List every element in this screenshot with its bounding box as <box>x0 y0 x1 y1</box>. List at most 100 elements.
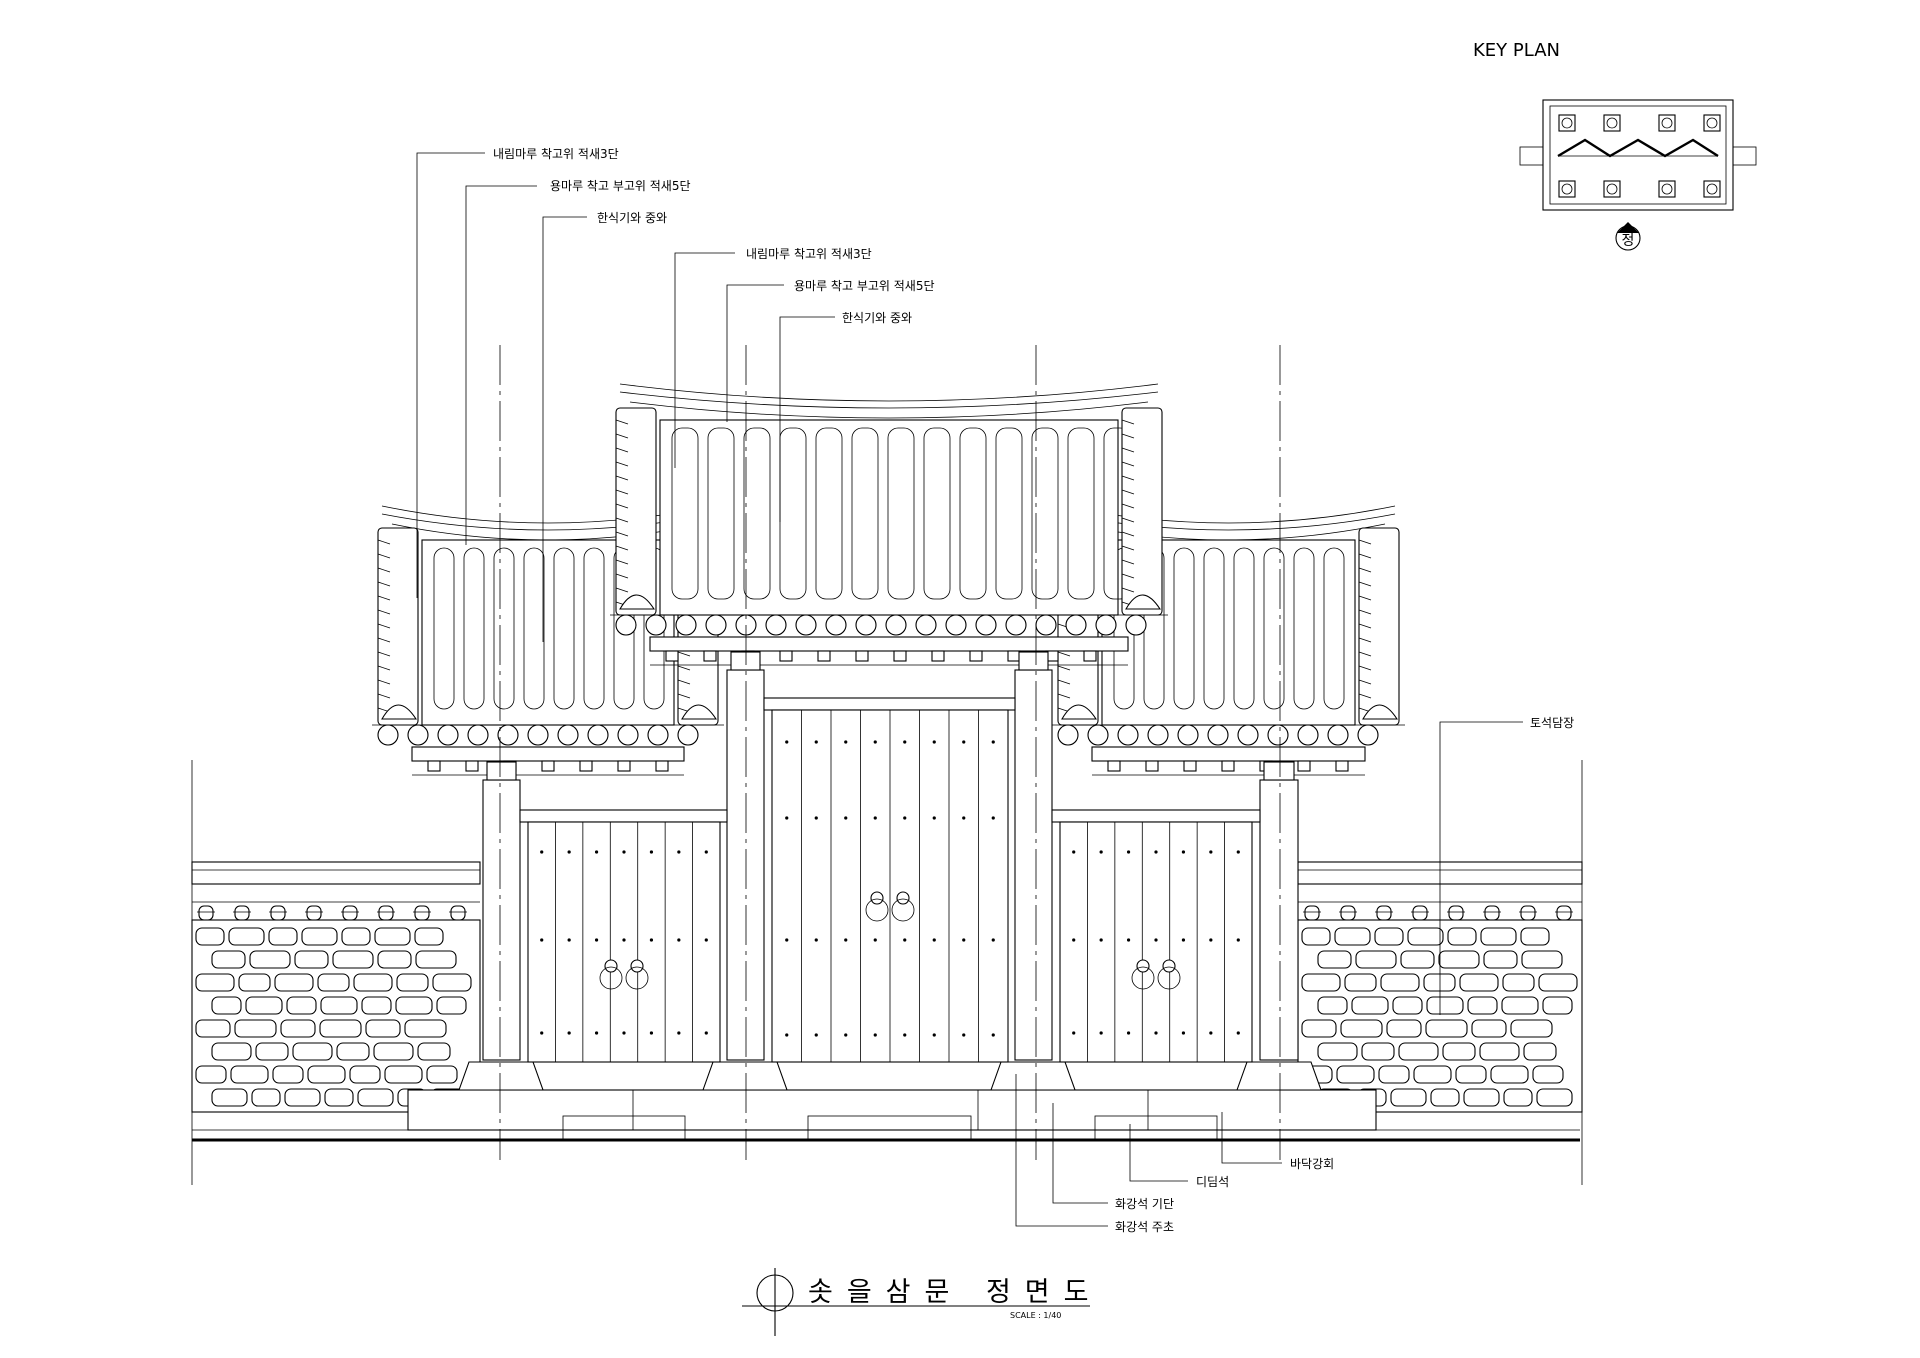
roof-side-tile <box>1358 609 1372 615</box>
wall-stone <box>432 973 472 992</box>
door-stud <box>567 1031 571 1035</box>
roof-eave-tile-end <box>1267 724 1289 746</box>
center-door-lintel <box>763 697 1016 711</box>
roof-side-tile <box>1358 567 1372 573</box>
roof-tile-column <box>743 427 771 600</box>
key-plan-column-base <box>1558 114 1576 132</box>
granite-platform <box>407 1061 1377 1141</box>
wall-tile-end <box>1376 905 1392 921</box>
key-plan-column-base <box>1658 180 1676 198</box>
door-stud <box>785 740 789 744</box>
wall-stone <box>396 973 429 992</box>
wall-stone <box>1374 927 1404 946</box>
column-plinth <box>458 1061 544 1091</box>
door-stud <box>1181 850 1186 854</box>
roof-side-tile <box>1358 581 1372 587</box>
roof-eave-tile-end <box>615 614 637 636</box>
door-stud <box>991 938 995 942</box>
wall-stone <box>357 1088 394 1107</box>
leader-base-4 <box>1015 1074 1108 1227</box>
right-wall-stones <box>1301 927 1578 1107</box>
key-plan: KEY PLAN 정 <box>1473 40 1757 251</box>
key-plan-column-base <box>1703 114 1721 132</box>
wall-tile-end <box>414 905 430 921</box>
roof-tile-column <box>463 547 485 710</box>
column-bracket <box>486 761 517 781</box>
column-bracket <box>730 651 761 671</box>
roof-side-tile <box>677 679 691 685</box>
door-stud <box>1236 1031 1240 1035</box>
right-wall-tiles <box>1303 905 1573 921</box>
roof-side-tile <box>377 651 391 657</box>
wall-stone <box>1542 996 1573 1015</box>
roof-tile-column <box>959 427 987 600</box>
roof-eave-tile-end <box>1125 614 1147 636</box>
door-stud <box>962 1033 966 1037</box>
wall-stone <box>195 1019 231 1038</box>
column-plinths <box>458 1061 1322 1091</box>
roof-tile-column <box>1203 547 1225 710</box>
gate-doors <box>527 709 1253 1063</box>
door-stud <box>540 938 544 942</box>
roof-eave-tile-end <box>1207 724 1229 746</box>
roof-side-tile <box>1121 475 1135 481</box>
wall-stone <box>234 1019 277 1038</box>
wall-stone <box>1442 1042 1476 1061</box>
roof-ridge-cap <box>391 523 705 541</box>
roof-eave-tile-end <box>705 614 727 636</box>
roof-rafter-end <box>893 650 907 662</box>
roof-eave-tile-end <box>1095 614 1117 636</box>
wall-stone <box>1523 1042 1557 1061</box>
wall-stone <box>1502 973 1535 992</box>
wall-stone <box>426 1065 458 1084</box>
roof-side-tile <box>1358 623 1372 629</box>
door-stud <box>1099 1031 1103 1035</box>
roof-side-tile <box>377 581 391 587</box>
roof-rafter-end <box>779 650 793 662</box>
wall-stone <box>1390 1088 1427 1107</box>
roof-rafter-end <box>579 760 593 772</box>
step-stone-1 <box>562 1115 686 1141</box>
roof-side-tile <box>1121 587 1135 593</box>
door-ring-handle-icon <box>891 898 915 922</box>
wall-stone <box>1455 1065 1487 1084</box>
roof-tile-column <box>671 427 699 600</box>
roof-eave-tile-end <box>1057 724 1079 746</box>
roof-side-tile <box>377 553 391 559</box>
door-stud <box>962 938 966 942</box>
wall-stone <box>228 927 265 946</box>
roof-side-tile <box>677 665 691 671</box>
roof-rafter-band <box>1091 746 1366 762</box>
roof-eave-tile-end <box>677 724 699 746</box>
wall-stone <box>361 996 392 1015</box>
door-leaf-frame <box>527 821 721 1063</box>
roof-tile-column <box>995 427 1023 600</box>
roof-tile-column <box>553 547 575 710</box>
wall-stone <box>1407 927 1444 946</box>
roof-side-tile <box>1358 595 1372 601</box>
door-stud <box>785 816 789 820</box>
roof-side-tile <box>615 503 629 509</box>
roof-ridge-curve-lower <box>619 391 1159 409</box>
roof-tile-column <box>1293 547 1315 710</box>
wall-tile-end <box>1448 905 1464 921</box>
roof-tile-body <box>659 419 1119 616</box>
wall-stone <box>1459 973 1499 992</box>
roof-eave-tile-end <box>645 614 667 636</box>
roof-ridge-cap <box>629 401 1149 419</box>
door-stud <box>622 938 626 942</box>
roof-side-tile <box>377 623 391 629</box>
door-stud <box>991 740 995 744</box>
wall-stone <box>238 973 271 992</box>
wall-stone <box>1463 1088 1500 1107</box>
roof-side-tile <box>1057 665 1071 671</box>
leader-center-1 <box>674 252 735 468</box>
key-plan-column-base <box>1703 180 1721 198</box>
door-stud <box>873 938 877 942</box>
door-stud <box>814 1033 818 1037</box>
door-stud <box>814 816 818 820</box>
left-stone-wall <box>191 919 481 1113</box>
wall-stone <box>1536 1088 1573 1107</box>
wall-stone <box>1426 996 1464 1015</box>
step-stone-3 <box>1094 1115 1218 1141</box>
